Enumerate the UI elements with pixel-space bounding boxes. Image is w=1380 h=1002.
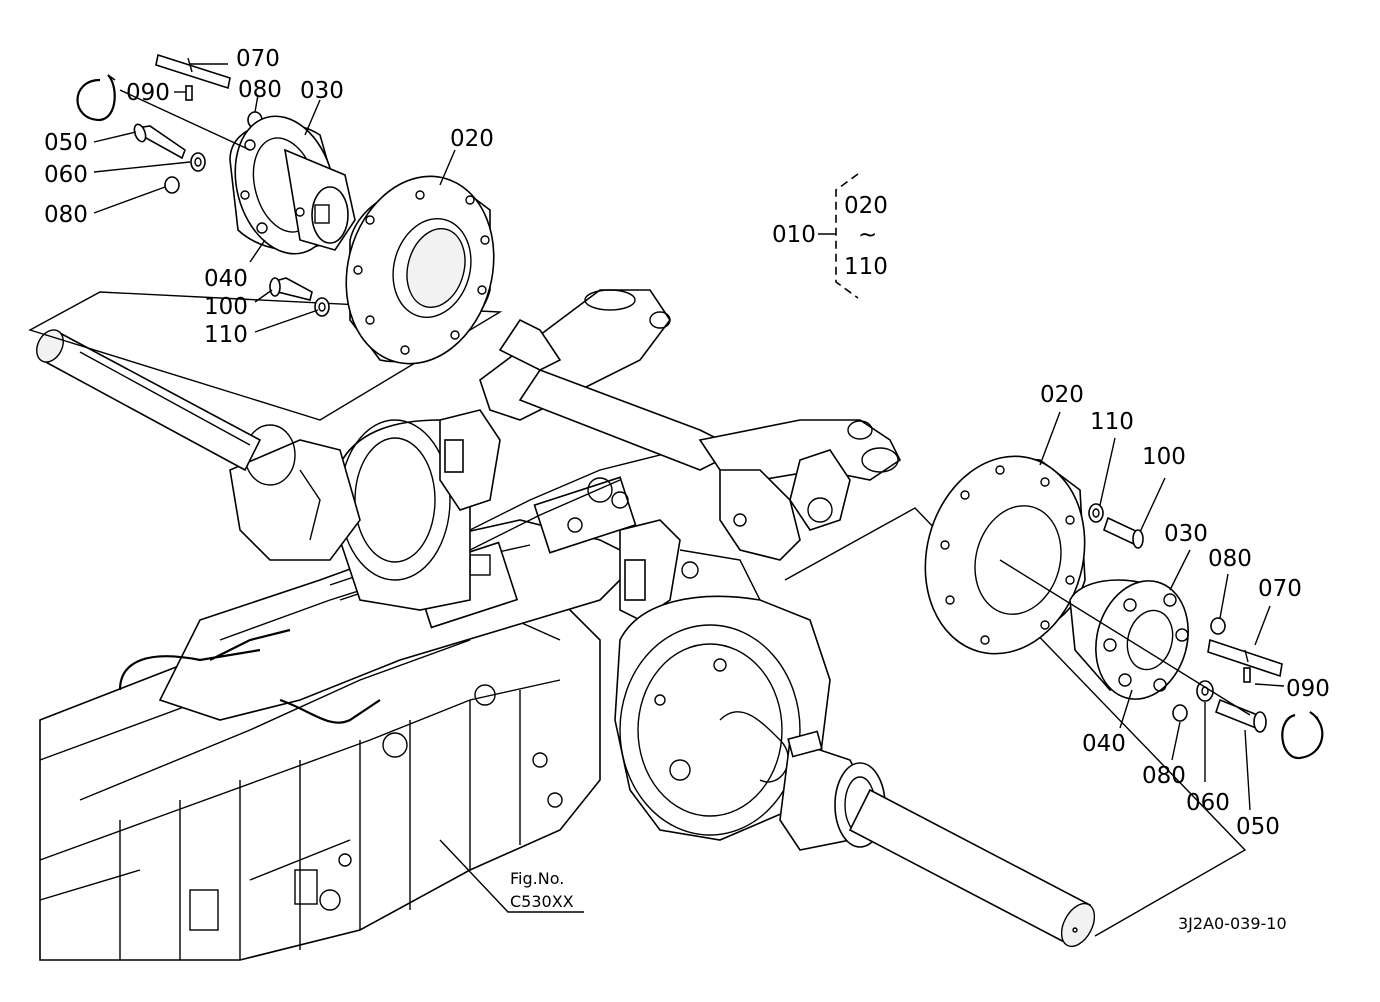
right-axle-shaft	[848, 788, 1096, 948]
callout-right-050: 050	[1236, 814, 1280, 840]
left-hub-assembly	[28, 53, 503, 421]
callout-left-060: 060	[44, 162, 88, 188]
callout-left-040: 040	[204, 266, 248, 292]
figure-reference-label: Fig.No.	[510, 869, 564, 888]
callout-right-040: 040	[1082, 731, 1126, 757]
callout-right-030: 030	[1164, 521, 1208, 547]
right-leader-lines	[999, 411, 1285, 811]
callout-right-070: 070	[1258, 576, 1302, 602]
assembly-range-start: 020	[844, 193, 888, 219]
callout-left-080-top: 080	[238, 77, 282, 103]
callout-left-090: 090	[126, 80, 170, 106]
assembly-range-end: 110	[844, 254, 888, 280]
callout-right-080-low: 080	[1142, 763, 1186, 789]
left-leader-lines	[93, 63, 456, 333]
assembly-range-tilde: ~	[858, 222, 877, 248]
callout-right-090: 090	[1286, 676, 1330, 702]
callout-left-110: 110	[204, 322, 248, 348]
transmission-housing	[36, 289, 1096, 961]
drawing-code: 3J2A0-039-10	[1178, 914, 1287, 933]
figure-reference-number: C530XX	[510, 892, 574, 911]
callout-left-080-low: 080	[44, 202, 88, 228]
figure-reference	[439, 839, 584, 913]
callout-right-080-top: 080	[1208, 546, 1252, 572]
right-hub-assembly	[784, 455, 1324, 937]
callout-right-020: 020	[1040, 382, 1084, 408]
callout-left-030: 030	[300, 78, 344, 104]
callout-left-020: 020	[450, 126, 494, 152]
callout-right-060: 060	[1186, 790, 1230, 816]
callout-right-100: 100	[1142, 444, 1186, 470]
callout-left-100: 100	[204, 294, 248, 320]
callout-left-050: 050	[44, 130, 88, 156]
assembly-parent-number: 010	[772, 222, 816, 248]
callout-left-070: 070	[236, 46, 280, 72]
assembly-bracket	[818, 173, 859, 299]
callout-right-110: 110	[1090, 409, 1134, 435]
